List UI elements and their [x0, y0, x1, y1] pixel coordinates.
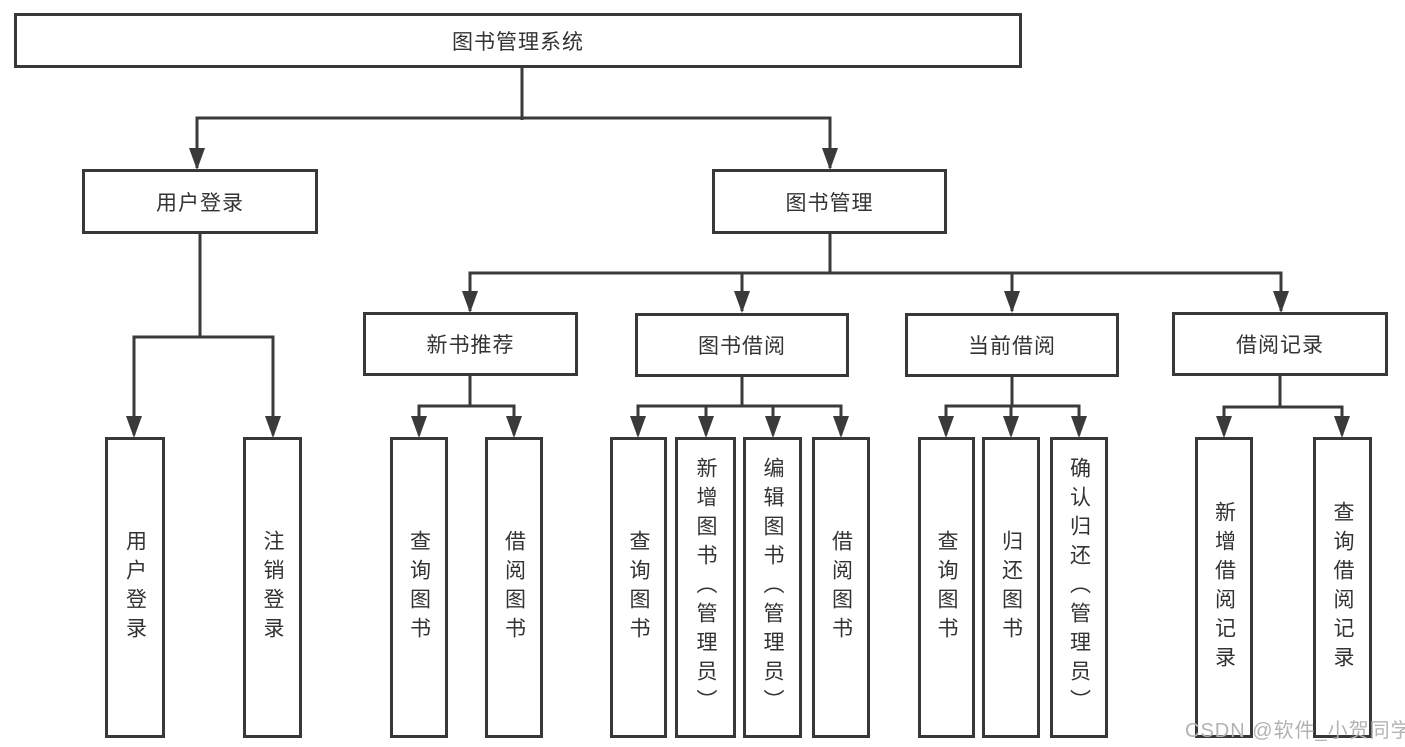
node-label: 图书管理系统 [452, 30, 584, 54]
node-book-borrow: 图书借阅 [635, 313, 849, 377]
leaf-edit-book-admin: 编辑图书（管理员） [743, 437, 802, 738]
node-label: 查询图书 [407, 529, 431, 646]
leaf-borrow-books-recommend: 借阅图书 [485, 437, 543, 738]
tree-edges [132, 68, 1344, 435]
node-root: 图书管理系统 [14, 13, 1022, 68]
node-label: 编辑图书（管理员） [761, 457, 785, 718]
leaf-add-borrow-record: 新增借阅记录 [1195, 437, 1253, 738]
leaf-query-books-recommend: 查询图书 [390, 437, 448, 738]
leaf-user-login: 用户登录 [105, 437, 165, 738]
node-label: 归还图书 [999, 529, 1023, 646]
node-label: 图书管理 [785, 191, 874, 215]
arrowheads [126, 148, 1350, 438]
node-new-book-recommend: 新书推荐 [363, 312, 578, 376]
leaf-return-book: 归还图书 [982, 437, 1040, 738]
leaf-query-borrow-record: 查询借阅记录 [1313, 437, 1372, 738]
node-label: 确认归还（管理员） [1067, 457, 1091, 718]
node-label: 查询图书 [627, 529, 651, 646]
node-user-login: 用户登录 [82, 169, 318, 234]
node-label: 用户登录 [156, 191, 244, 215]
leaf-query-books-borrow: 查询图书 [610, 437, 667, 738]
node-label: 新书推荐 [426, 334, 515, 357]
leaf-logout: 注销登录 [243, 437, 302, 738]
node-label: 查询图书 [935, 529, 959, 646]
node-label: 当前借阅 [968, 335, 1056, 358]
node-label: 新增图书（管理员） [694, 457, 718, 718]
leaf-confirm-return-admin: 确认归还（管理员） [1050, 437, 1108, 738]
leaf-borrow-books: 借阅图书 [812, 437, 870, 738]
node-current-borrow: 当前借阅 [905, 313, 1119, 377]
node-label: 借阅记录 [1236, 334, 1324, 357]
node-label: 查询借阅记录 [1331, 500, 1355, 675]
node-label: 新增借阅记录 [1212, 500, 1236, 675]
leaf-query-books-current: 查询图书 [918, 437, 975, 738]
node-label: 注销登录 [261, 529, 285, 646]
node-label: 借阅图书 [829, 529, 853, 646]
node-borrow-records: 借阅记录 [1172, 312, 1388, 376]
csdn-watermark: CSDN @软件_小贺同学 [1185, 720, 1405, 742]
node-label: 借阅图书 [502, 529, 526, 646]
node-book-management: 图书管理 [712, 169, 947, 234]
node-label: 图书借阅 [698, 335, 786, 358]
leaf-add-book-admin: 新增图书（管理员） [675, 437, 736, 738]
node-label: 用户登录 [123, 529, 147, 646]
